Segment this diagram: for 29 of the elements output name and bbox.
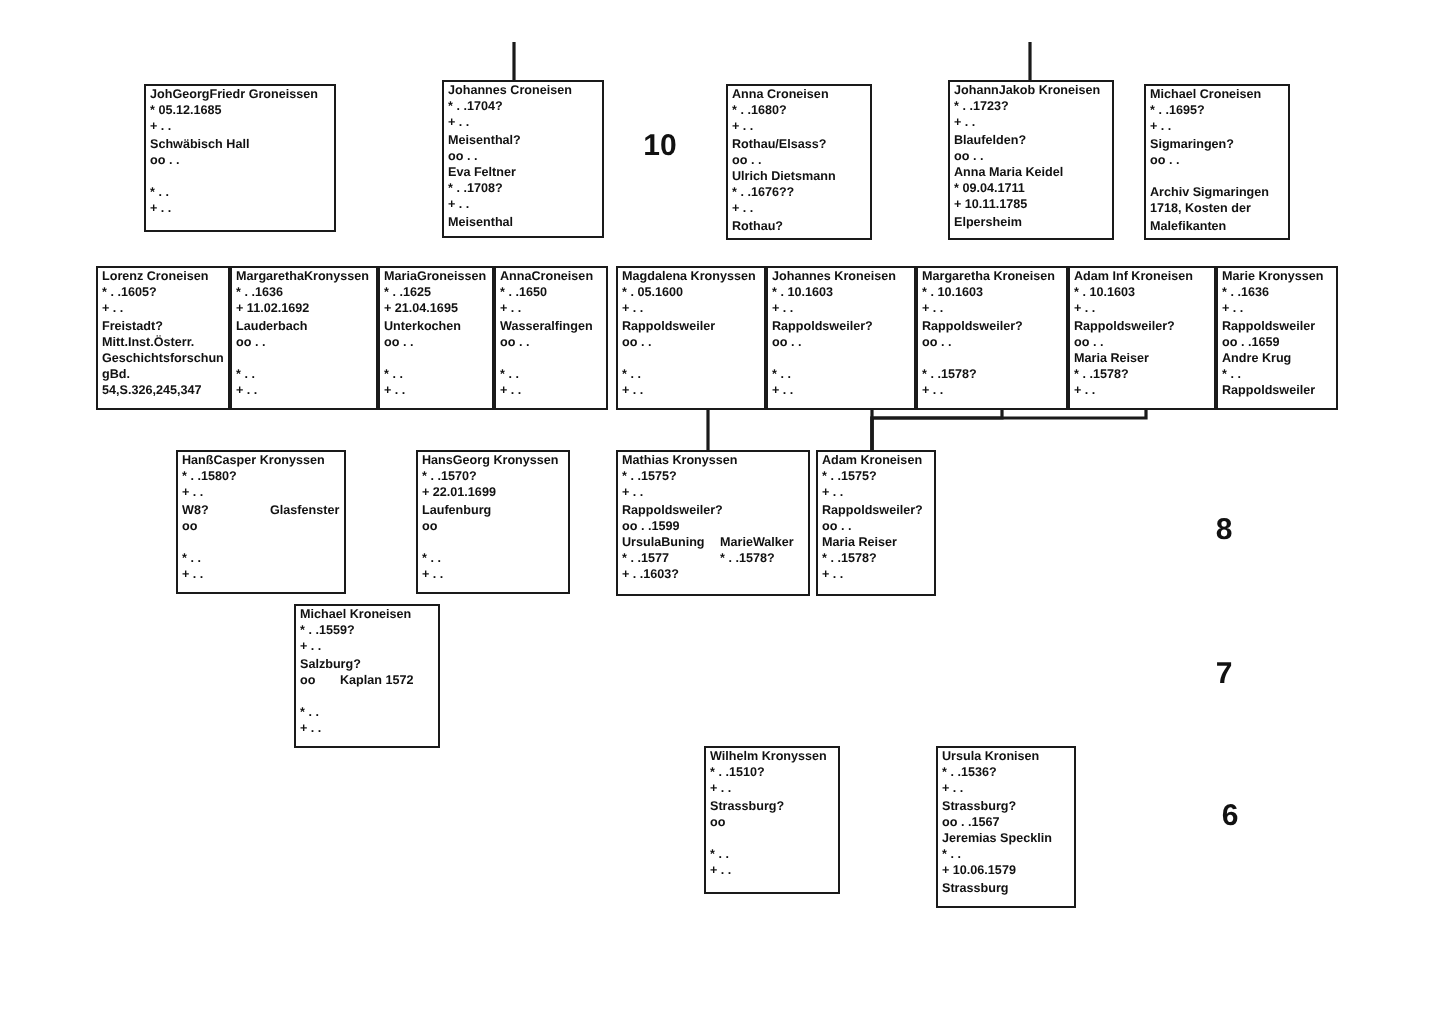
person-card	[916, 266, 1068, 410]
person-card	[230, 266, 378, 410]
person-card	[144, 84, 336, 232]
person-card	[1144, 84, 1290, 240]
person-card	[616, 266, 766, 410]
generation-number: 7	[1215, 657, 1233, 691]
person-card	[1068, 266, 1216, 410]
person-card	[96, 266, 230, 410]
generation-number: 10	[643, 129, 677, 163]
connector-line	[870, 410, 1148, 450]
person-card	[294, 604, 440, 748]
generation-number: 6	[1221, 799, 1239, 833]
connector-line	[512, 42, 516, 80]
person-card	[378, 266, 494, 410]
person-card	[176, 450, 346, 594]
generation-number: 8	[1215, 513, 1233, 547]
person-card	[816, 450, 936, 596]
person-card	[726, 84, 872, 240]
person-card	[494, 266, 608, 410]
connector-line	[1028, 42, 1032, 80]
person-card	[442, 80, 604, 238]
person-card	[948, 80, 1114, 240]
person-card	[616, 450, 810, 596]
person-card	[704, 746, 840, 894]
person-card	[1216, 266, 1338, 410]
connector-line	[706, 410, 710, 450]
person-card	[416, 450, 570, 594]
person-card	[936, 746, 1076, 908]
person-card	[766, 266, 916, 410]
